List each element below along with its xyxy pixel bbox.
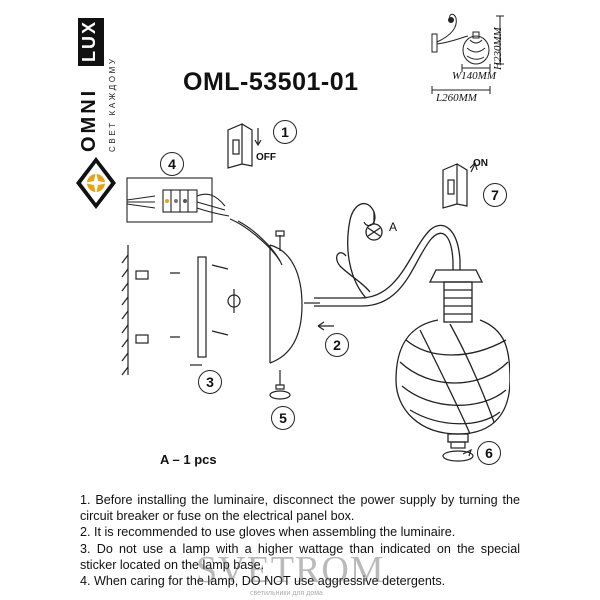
wiring-detail-drawing: [126, 177, 230, 223]
step-number-4: 4: [160, 152, 184, 176]
instruction-3: 3. Do not use a lamp with a higher watta…: [80, 541, 520, 572]
instruction-2: 2. It is recommended to use gloves when …: [80, 525, 456, 540]
switch-off-icon: [227, 123, 262, 169]
step-number-3: 3: [198, 370, 222, 394]
switch-on-icon: [442, 161, 478, 209]
brand-name-lux-box: LUX: [78, 18, 104, 66]
step-number-6: 6: [477, 441, 501, 465]
lamp-arm-drawing: [314, 202, 510, 443]
model-number: OML-53501-01: [183, 68, 359, 96]
brand-name-lux: LUX: [79, 20, 99, 62]
dimension-height: H230MM: [492, 27, 504, 70]
dimension-drawing: [431, 13, 504, 94]
instruction-4: 4. When caring for the lamp, DO NOT use …: [80, 574, 446, 589]
part-label-a: A: [389, 220, 398, 234]
instruction-1: 1. Before installing the luminaire, disc…: [80, 493, 520, 524]
switch-on-label: ON: [473, 158, 488, 169]
brand-diamond-icon: [76, 157, 116, 209]
wall-mount-drawing: [121, 218, 320, 400]
dimension-width: W140MM: [452, 70, 496, 82]
part-quantity: A – 1 pcs: [160, 452, 217, 467]
lamp-base-icon: [442, 441, 474, 462]
safety-instructions: 1. Before installing the luminaire, disc…: [80, 492, 520, 589]
step-number-2: 2: [325, 333, 349, 357]
step-number-5: 5: [271, 406, 295, 430]
switch-off-label: OFF: [256, 152, 276, 163]
dimension-length: L260MM: [436, 92, 477, 104]
step-number-7: 7: [483, 183, 507, 207]
watermark-subtext: светильники для дома: [250, 590, 323, 597]
brand-tagline: СВЕТ КАЖДОМУ: [108, 56, 117, 152]
brand-name-omni: OMNI: [78, 87, 100, 152]
step-number-1: 1: [273, 120, 297, 144]
watermark-text: SVETROM: [196, 549, 385, 591]
